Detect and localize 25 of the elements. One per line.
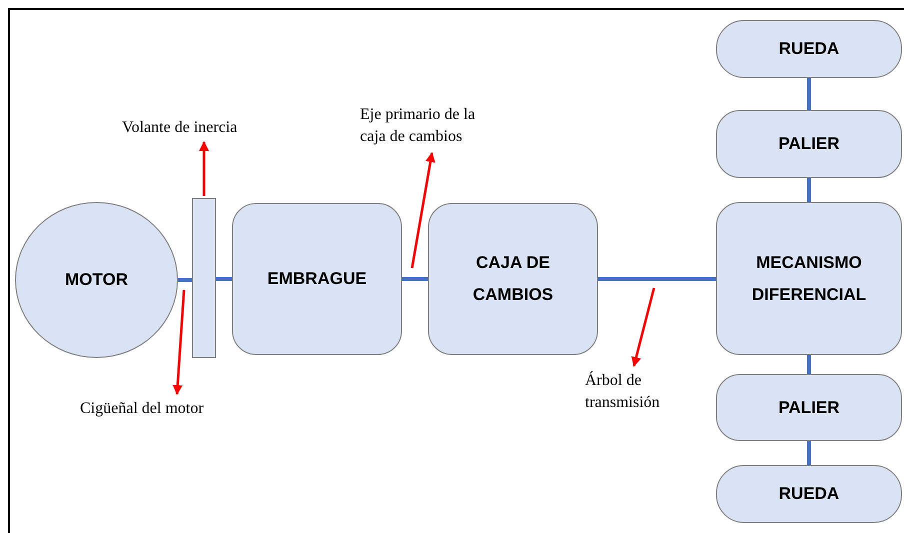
component-box: RUEDA bbox=[716, 465, 902, 523]
shaft-line bbox=[807, 441, 811, 465]
shaft-line bbox=[807, 178, 811, 202]
shaft-line bbox=[807, 355, 811, 374]
shaft-line bbox=[598, 277, 716, 281]
motor-circle: MOTOR bbox=[15, 202, 178, 358]
leader-line bbox=[631, 288, 656, 367]
callout-text: Cigüeñal del motor bbox=[80, 398, 260, 420]
component-box: RUEDA bbox=[716, 20, 902, 78]
component-box: PALIER bbox=[716, 374, 902, 441]
callout-text: Volante de inercia bbox=[122, 117, 288, 139]
shaft-line bbox=[216, 277, 232, 281]
shaft-line bbox=[807, 78, 811, 110]
leader-line bbox=[172, 290, 186, 396]
component-box: MECANISMO DIFERENCIAL bbox=[716, 202, 902, 355]
component-box: CAJA DE CAMBIOS bbox=[428, 203, 598, 355]
leader-line bbox=[199, 141, 209, 196]
callout-text: Eje primario de la caja de cambios bbox=[360, 104, 500, 150]
shaft-line bbox=[178, 278, 192, 282]
shaft-line bbox=[402, 277, 428, 281]
leader-line bbox=[410, 152, 436, 268]
component-box: PALIER bbox=[716, 110, 902, 178]
callout-text: Árbol de transmisión bbox=[585, 370, 695, 416]
component-box: EMBRAGUE bbox=[232, 203, 402, 355]
flywheel-plate bbox=[192, 198, 216, 358]
